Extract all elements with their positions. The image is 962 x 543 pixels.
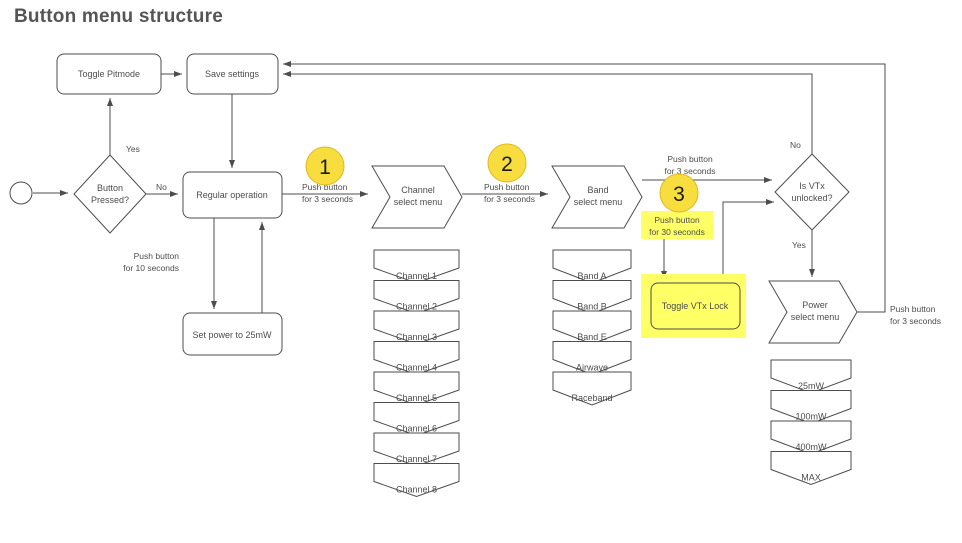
edge-label-push-3s-channel-line2: for 3 seconds <box>302 194 353 204</box>
edge-label-push-10s-line2: for 10 seconds <box>123 263 179 273</box>
list-item-label: Band B <box>577 302 607 312</box>
list-item[interactable] <box>373 280 460 315</box>
edge-label-push-3s-vtx-line1: Push button <box>667 154 713 164</box>
list-item[interactable] <box>373 432 460 467</box>
page-title: Button menu structure <box>14 6 223 27</box>
node-channel-select-menu-line2: select menu <box>394 197 443 207</box>
edge-toggle-vtx-lock-to-vtx-decision <box>722 199 774 283</box>
node-band-select-menu[interactable] <box>551 165 643 229</box>
list-item-label: Channel 2 <box>396 302 437 312</box>
edge-label-push-3s-band-line1: Push button <box>484 182 530 192</box>
list-item-label: Airwave <box>576 363 608 373</box>
edge-label-push-3s-right-line1: Push button <box>890 304 936 314</box>
nodes: Toggle Pitmode Save settings Button Pres… <box>9 53 858 356</box>
edge-label-push-30s-line2: for 30 seconds <box>649 227 705 237</box>
list-item-label: Channel 6 <box>396 424 437 434</box>
list-item[interactable] <box>552 371 632 406</box>
edge-label-yes-pitmode: Yes <box>126 144 140 154</box>
node-is-vtx-unlocked-decision[interactable] <box>774 153 850 231</box>
node-set-power-25mw-label: Set power to 25mW <box>192 330 272 340</box>
node-toggle-vtx-lock-label: Toggle VTx Lock <box>662 301 729 311</box>
edge-vtx-no-to-save-settings <box>283 71 813 154</box>
node-save-settings-label: Save settings <box>205 69 260 79</box>
edge-power-menu-to-save-settings <box>283 61 886 313</box>
list-item-label: Band E <box>577 332 607 342</box>
list-item[interactable] <box>552 249 632 284</box>
list-item[interactable] <box>373 249 460 284</box>
list-item[interactable] <box>373 341 460 376</box>
node-toggle-pitmode-label: Toggle Pitmode <box>78 69 140 79</box>
list-item-label: 100mW <box>795 412 827 422</box>
node-button-pressed-line1: Button <box>97 183 123 193</box>
list-item-label: Channel 5 <box>396 393 437 403</box>
node-save-settings[interactable] <box>186 53 279 95</box>
list-item[interactable] <box>770 451 852 486</box>
list-item[interactable] <box>770 390 852 425</box>
list-item-label: Band A <box>577 271 606 281</box>
list-item-label: 400mW <box>795 442 827 452</box>
edge-label-no-vtx: No <box>790 140 801 150</box>
step-badge-1[interactable] <box>305 146 345 186</box>
highlight-push-30s <box>641 211 713 239</box>
list-item-label: Channel 8 <box>396 485 437 495</box>
list-item-label: 25mW <box>798 381 825 391</box>
list-item-label: Channel 4 <box>396 363 437 373</box>
node-toggle-vtx-lock[interactable] <box>650 282 741 330</box>
edge-label-push-3s-vtx-line2: for 3 seconds <box>664 166 715 176</box>
list-item[interactable] <box>373 371 460 406</box>
list-item[interactable] <box>373 402 460 437</box>
edge-label-push-3s-channel-line1: Push button <box>302 182 348 192</box>
node-button-pressed-line2: Pressed? <box>91 195 129 205</box>
step-badge-1-label: 1 <box>319 156 331 179</box>
edge-label-push-10s-line1: Push button <box>134 251 180 261</box>
list-item-label: Channel 1 <box>396 271 437 281</box>
node-regular-operation[interactable] <box>182 171 283 219</box>
node-power-select-menu-line1: Power <box>802 300 828 310</box>
list-item[interactable] <box>373 463 460 498</box>
list-item-label: Channel 3 <box>396 332 437 342</box>
edges <box>33 61 886 313</box>
step-badges: 1 2 3 <box>305 143 699 213</box>
node-is-vtx-unlocked-line2: unlocked? <box>791 193 832 203</box>
node-power-select-menu[interactable] <box>768 280 858 344</box>
channel-list: Channel 1 Channel 2 Channel 3 Channel 4 … <box>373 249 460 498</box>
node-set-power-25mw[interactable] <box>182 312 283 356</box>
edge-label-push-3s-band-line2: for 3 seconds <box>484 194 535 204</box>
node-is-vtx-unlocked-line1: Is VTx <box>799 181 825 191</box>
list-item-label: Channel 7 <box>396 454 437 464</box>
edge-label-no-regular: No <box>156 182 167 192</box>
node-button-pressed-decision[interactable] <box>73 154 147 234</box>
step-badge-2-label: 2 <box>501 153 513 176</box>
list-item[interactable] <box>770 359 852 394</box>
node-channel-select-menu[interactable] <box>371 165 463 229</box>
list-item[interactable] <box>552 310 632 345</box>
step-badge-3[interactable] <box>659 173 699 213</box>
edge-label-push-3s-right-line2: for 3 seconds <box>890 316 941 326</box>
band-list: Band A Band B Band E Airwave Raceband <box>552 249 632 406</box>
list-item-label: Raceband <box>571 393 612 403</box>
step-badge-2[interactable] <box>487 143 527 183</box>
node-band-select-menu-line2: select menu <box>574 197 623 207</box>
step-badge-3-label: 3 <box>673 183 685 206</box>
node-regular-operation-label: Regular operation <box>196 190 268 200</box>
edge-labels: Yes No Push button for 10 seconds Push b… <box>123 140 941 326</box>
list-item[interactable] <box>552 280 632 315</box>
list-item[interactable] <box>770 420 852 455</box>
node-power-select-menu-line2: select menu <box>791 312 840 322</box>
edge-label-yes-vtx: Yes <box>792 240 806 250</box>
node-channel-select-menu-line1: Channel <box>401 185 435 195</box>
list-item-label: MAX <box>801 473 821 483</box>
node-band-select-menu-line1: Band <box>587 185 608 195</box>
power-list: 25mW 100mW 400mW MAX <box>770 359 852 486</box>
list-item[interactable] <box>373 310 460 345</box>
edge-label-push-30s-line1: Push button <box>654 215 700 225</box>
node-toggle-pitmode[interactable] <box>56 53 162 95</box>
start-node[interactable] <box>9 181 33 205</box>
list-item[interactable] <box>552 341 632 376</box>
